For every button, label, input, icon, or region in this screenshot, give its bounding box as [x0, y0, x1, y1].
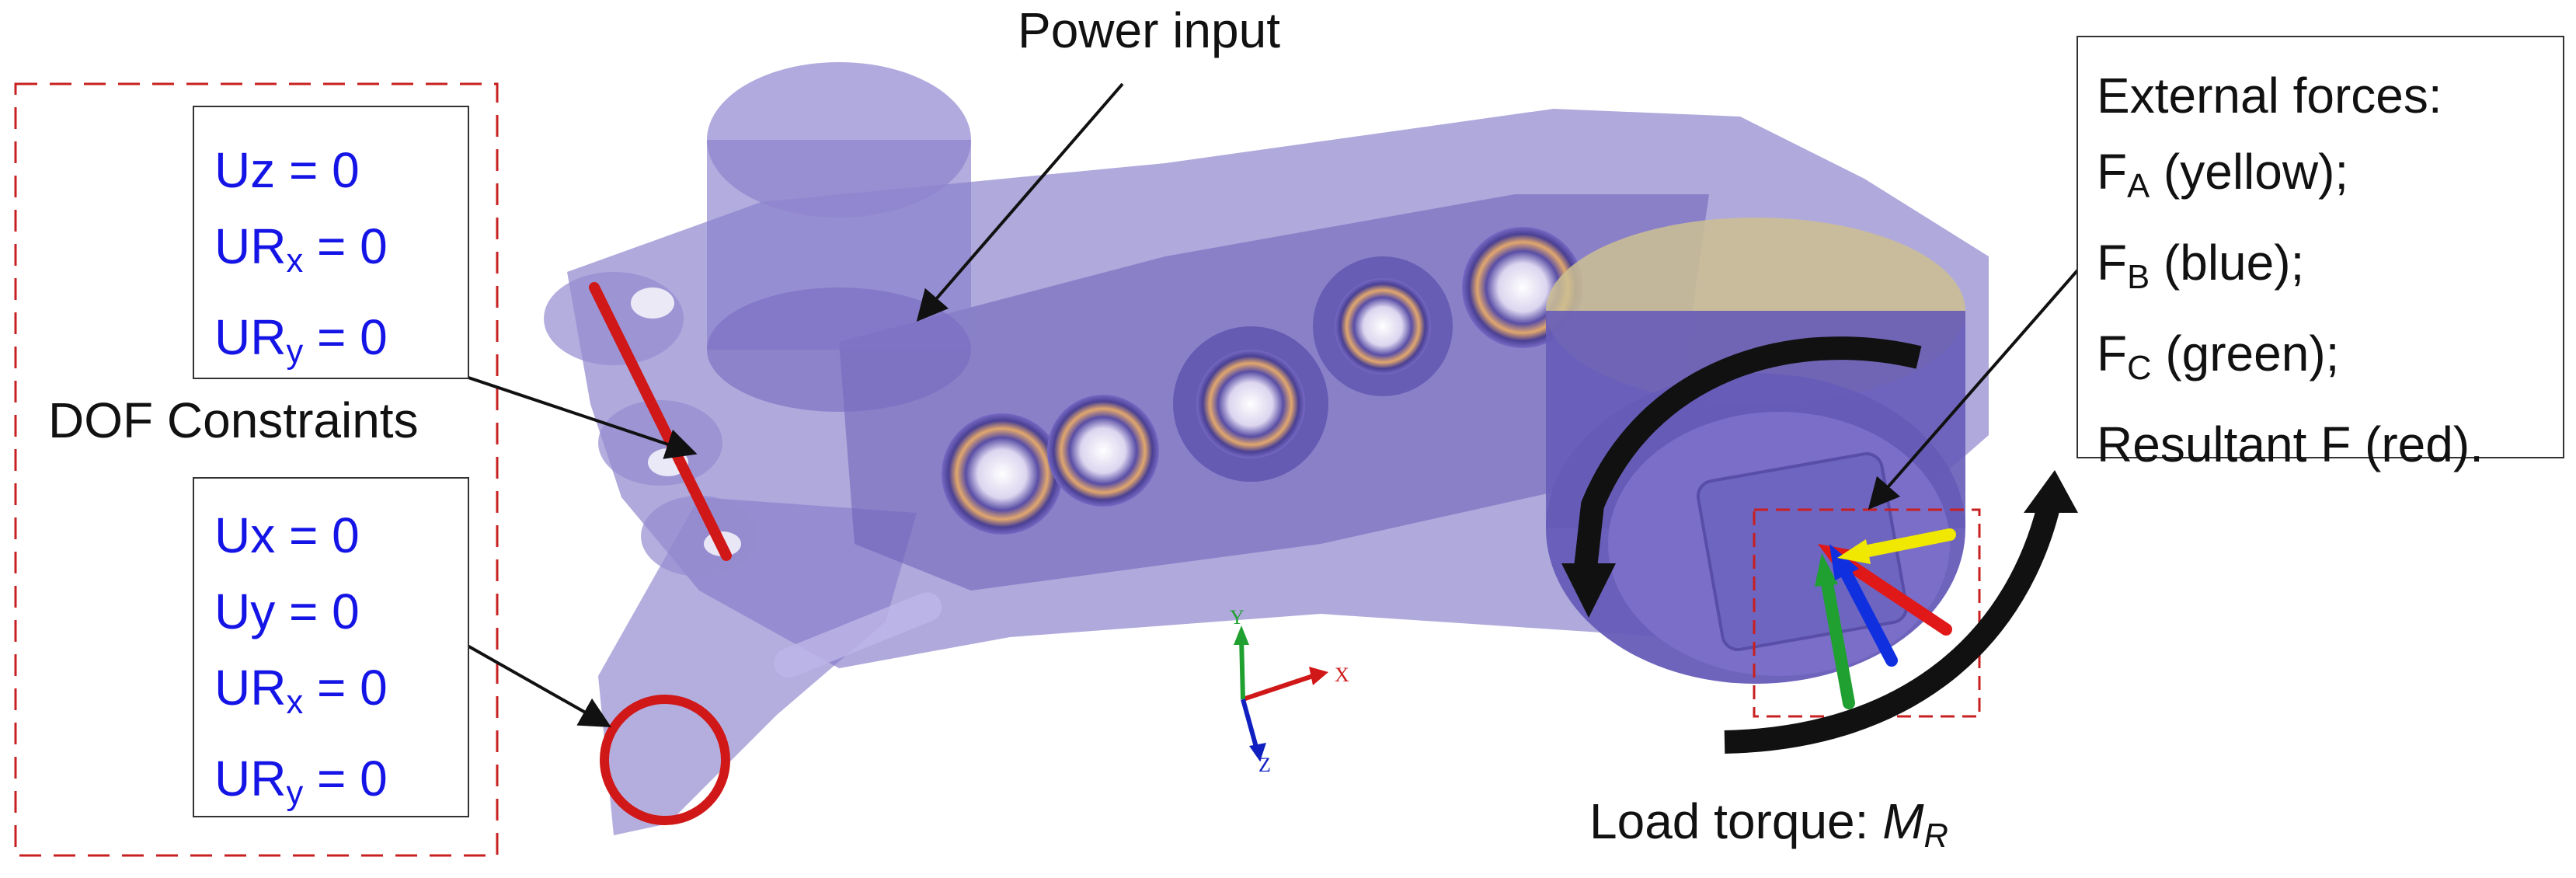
force-A-arrow [1858, 528, 1956, 558]
axis-x-label: X [1335, 664, 1349, 686]
bearing-4 [1335, 278, 1431, 375]
axis-x-head [1309, 667, 1328, 685]
input-cylinder-bottom [707, 287, 971, 412]
force-C-arrow [1819, 569, 1855, 709]
load-torque-arrows [1561, 336, 2078, 754]
power-input-label: Power input [1018, 2, 1280, 58]
force-B-head [1829, 544, 1859, 580]
bottom-constraint-urx: URx = 0 [214, 660, 388, 721]
axis-triad: X Y Z [1230, 606, 1349, 776]
axis-y-head [1234, 625, 1249, 645]
external-forces-title: External forces: [2097, 68, 2442, 124]
constraint-circle-red [600, 695, 730, 825]
force-b-item: FB (blue); [2097, 234, 2305, 296]
constraint-line-red [589, 282, 732, 561]
dof-constraints-label: DOF Constraints [48, 392, 419, 449]
axis-x-line [1242, 674, 1314, 702]
constraint-frame [14, 82, 499, 857]
external-forces-box: External forces: FA (yellow); FB (blue);… [2076, 36, 2564, 472]
axis-z-head [1249, 743, 1266, 761]
top-constraint-uz: Uz = 0 [214, 142, 360, 198]
torque-arrow-lower-head [2024, 470, 2078, 513]
bottom-constraint-ury: URy = 0 [214, 750, 388, 812]
torque-arrow-upper [1573, 336, 1922, 577]
torque-arrow-lower [1724, 494, 2063, 754]
robot-arm-mechanism [544, 62, 1989, 835]
resultant-force-item: Resultant F (red). [2097, 416, 2484, 472]
leader-top-constraints [465, 375, 698, 459]
load-torque-label: Load torque: MR [1589, 793, 1948, 855]
force-C-head [1815, 553, 1838, 587]
force-c-item: FC (green); [2097, 325, 2340, 387]
bottom-constraint-ux: Ux = 0 [214, 507, 360, 563]
axis-z-line [1241, 699, 1259, 751]
torque-arrow-upper-head [1561, 563, 1616, 618]
force-vectors [1815, 528, 1956, 709]
gear-1 [942, 413, 1063, 535]
force-resultant-arrow [1835, 553, 1952, 636]
bottom-constraints-box: Ux = 0 Uy = 0 URx = 0 URy = 0 [193, 477, 469, 817]
top-constraints-box: Uz = 0 URx = 0 URy = 0 [193, 106, 469, 379]
force-A-head [1837, 539, 1871, 564]
gear-2 [1047, 395, 1159, 507]
leader-power-input [916, 82, 1124, 322]
bottom-constraint-uy: Uy = 0 [214, 584, 360, 639]
lower-arm-slot [774, 592, 942, 678]
force-B-arrow [1839, 565, 1898, 667]
axis-y-label: Y [1230, 606, 1244, 629]
leader-bottom-constraints [465, 643, 611, 727]
top-constraint-urx: URx = 0 [214, 218, 388, 280]
leader-external-forces [1868, 255, 2091, 510]
force-a-item: FA (yellow); [2097, 144, 2349, 205]
lug-hole-1 [631, 287, 674, 319]
axis-y-line [1239, 636, 1245, 700]
top-constraint-ury: URy = 0 [214, 308, 388, 371]
bearing-3 [1196, 350, 1305, 458]
axis-z-label: Z [1258, 754, 1271, 776]
